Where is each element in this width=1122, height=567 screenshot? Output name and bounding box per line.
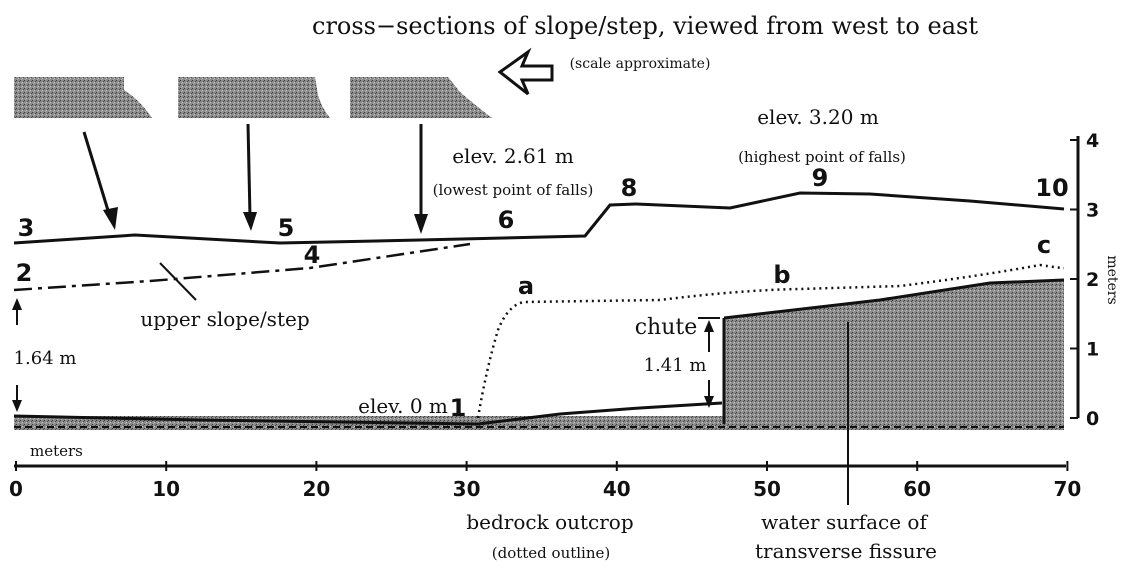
fissure-label-line-1: water surface of xyxy=(761,510,928,534)
point-6: 6 xyxy=(498,206,515,234)
elev-high-label: elev. 3.20 m xyxy=(757,105,879,129)
x-tick-label: 50 xyxy=(753,477,781,501)
upper-slope-pointer xyxy=(159,262,197,301)
y-tick-label: 0 xyxy=(1086,408,1099,430)
lower-profile-line xyxy=(13,401,723,426)
upper-slope-label: upper slope/step xyxy=(140,307,309,331)
x-axis-ticks: 0 10 20 30 40 50 60 70 xyxy=(9,461,1081,501)
elev-high-note: (highest point of falls) xyxy=(738,148,906,166)
x-tick-label: 40 xyxy=(603,477,631,501)
x-axis-unit-label: meters xyxy=(30,442,83,460)
point-8: 8 xyxy=(621,174,638,202)
falls-top-line xyxy=(723,278,1065,320)
falls-rock-mass xyxy=(724,280,1064,424)
point-1: 1 xyxy=(450,394,467,422)
point-9: 9 xyxy=(812,164,829,192)
left-height-arrows xyxy=(12,298,22,412)
diagram-title: cross−sections of slope/step, viewed fro… xyxy=(312,12,978,40)
x-tick-label: 70 xyxy=(1053,477,1081,501)
cross-section-1 xyxy=(14,77,152,118)
bedrock-outcrop-outline xyxy=(476,263,1065,419)
y-tick-label: 2 xyxy=(1086,269,1099,291)
chute-label: chute xyxy=(635,315,698,340)
chute-height-arrows xyxy=(698,317,720,408)
y-axis-ticks: 0 1 2 3 4 xyxy=(1070,130,1099,430)
chute-height-label: 1.41 m xyxy=(644,355,707,376)
fissure-label-line-2: transverse fissure xyxy=(755,539,937,563)
point-10: 10 xyxy=(1035,174,1068,202)
y-tick-label: 1 xyxy=(1086,339,1099,361)
y-axis-unit-label: meters xyxy=(1104,255,1120,304)
elev-zero-label: elev. 0 m xyxy=(358,394,448,418)
point-4: 4 xyxy=(304,241,321,269)
x-tick-label: 0 xyxy=(9,477,23,501)
letter-c: c xyxy=(1037,231,1051,259)
bedrock-label: bedrock outcrop xyxy=(466,510,633,534)
scale-note: (scale approximate) xyxy=(570,56,711,72)
point-2: 2 xyxy=(16,259,33,287)
letter-a: a xyxy=(518,272,534,300)
point-5: 5 xyxy=(278,214,295,242)
x-tick-label: 60 xyxy=(903,477,931,501)
cross-section-2 xyxy=(178,77,330,118)
upper-slope-dashdot-line xyxy=(13,242,471,292)
arrow-west-to-east-icon xyxy=(497,47,554,96)
cross-section-3 xyxy=(350,77,492,118)
y-tick-label: 4 xyxy=(1086,130,1099,152)
letter-b: b xyxy=(773,261,790,289)
y-tick-label: 3 xyxy=(1086,200,1099,222)
x-tick-label: 20 xyxy=(302,477,330,501)
section-pointer-arrows xyxy=(82,123,428,234)
bedrock-note: (dotted outline) xyxy=(492,544,611,562)
elev-low-label: elev. 2.61 m xyxy=(452,144,574,168)
x-tick-label: 10 xyxy=(152,477,180,501)
left-height-label: 1.64 m xyxy=(14,348,77,369)
upper-profile-line xyxy=(13,191,1065,245)
x-tick-label: 30 xyxy=(453,477,481,501)
point-3: 3 xyxy=(18,214,35,242)
elev-low-note: (lowest point of falls) xyxy=(433,181,594,199)
